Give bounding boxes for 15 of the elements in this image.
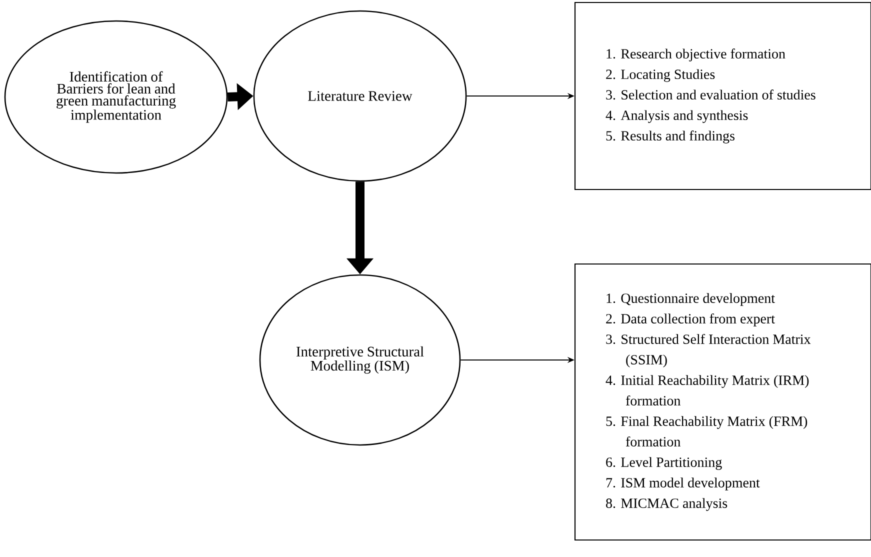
list-item: 8. MICMAC analysis: [606, 498, 728, 511]
list-item: 3. Structured Self Interaction Matrix (SSIM): [606, 334, 811, 368]
list-item: 1. Research objective formation: [606, 48, 786, 62]
list-box: [574, 263, 871, 541]
list-item: 5. Results and findings: [606, 130, 734, 144]
list-item: 1. Questionnaire development: [606, 293, 775, 306]
list-box: [574, 2, 871, 190]
list-item: 3. Selection and evaluation of studies: [606, 90, 816, 100]
list-item: 7. ISM model development: [606, 478, 760, 490]
list-item: 5. Final Reachability Matrix (FRM) formation: [606, 416, 808, 446]
list-item: 6. Level Partitioning: [606, 457, 722, 470]
list-item: 4. Analysis and synthesis: [606, 110, 748, 123]
list-item: 2. Locating Studies: [606, 69, 715, 82]
list-item: 4. Initial Reachability Matrix (IRM) formation: [606, 375, 809, 406]
list-item: 2. Data collection from expert: [606, 313, 775, 326]
